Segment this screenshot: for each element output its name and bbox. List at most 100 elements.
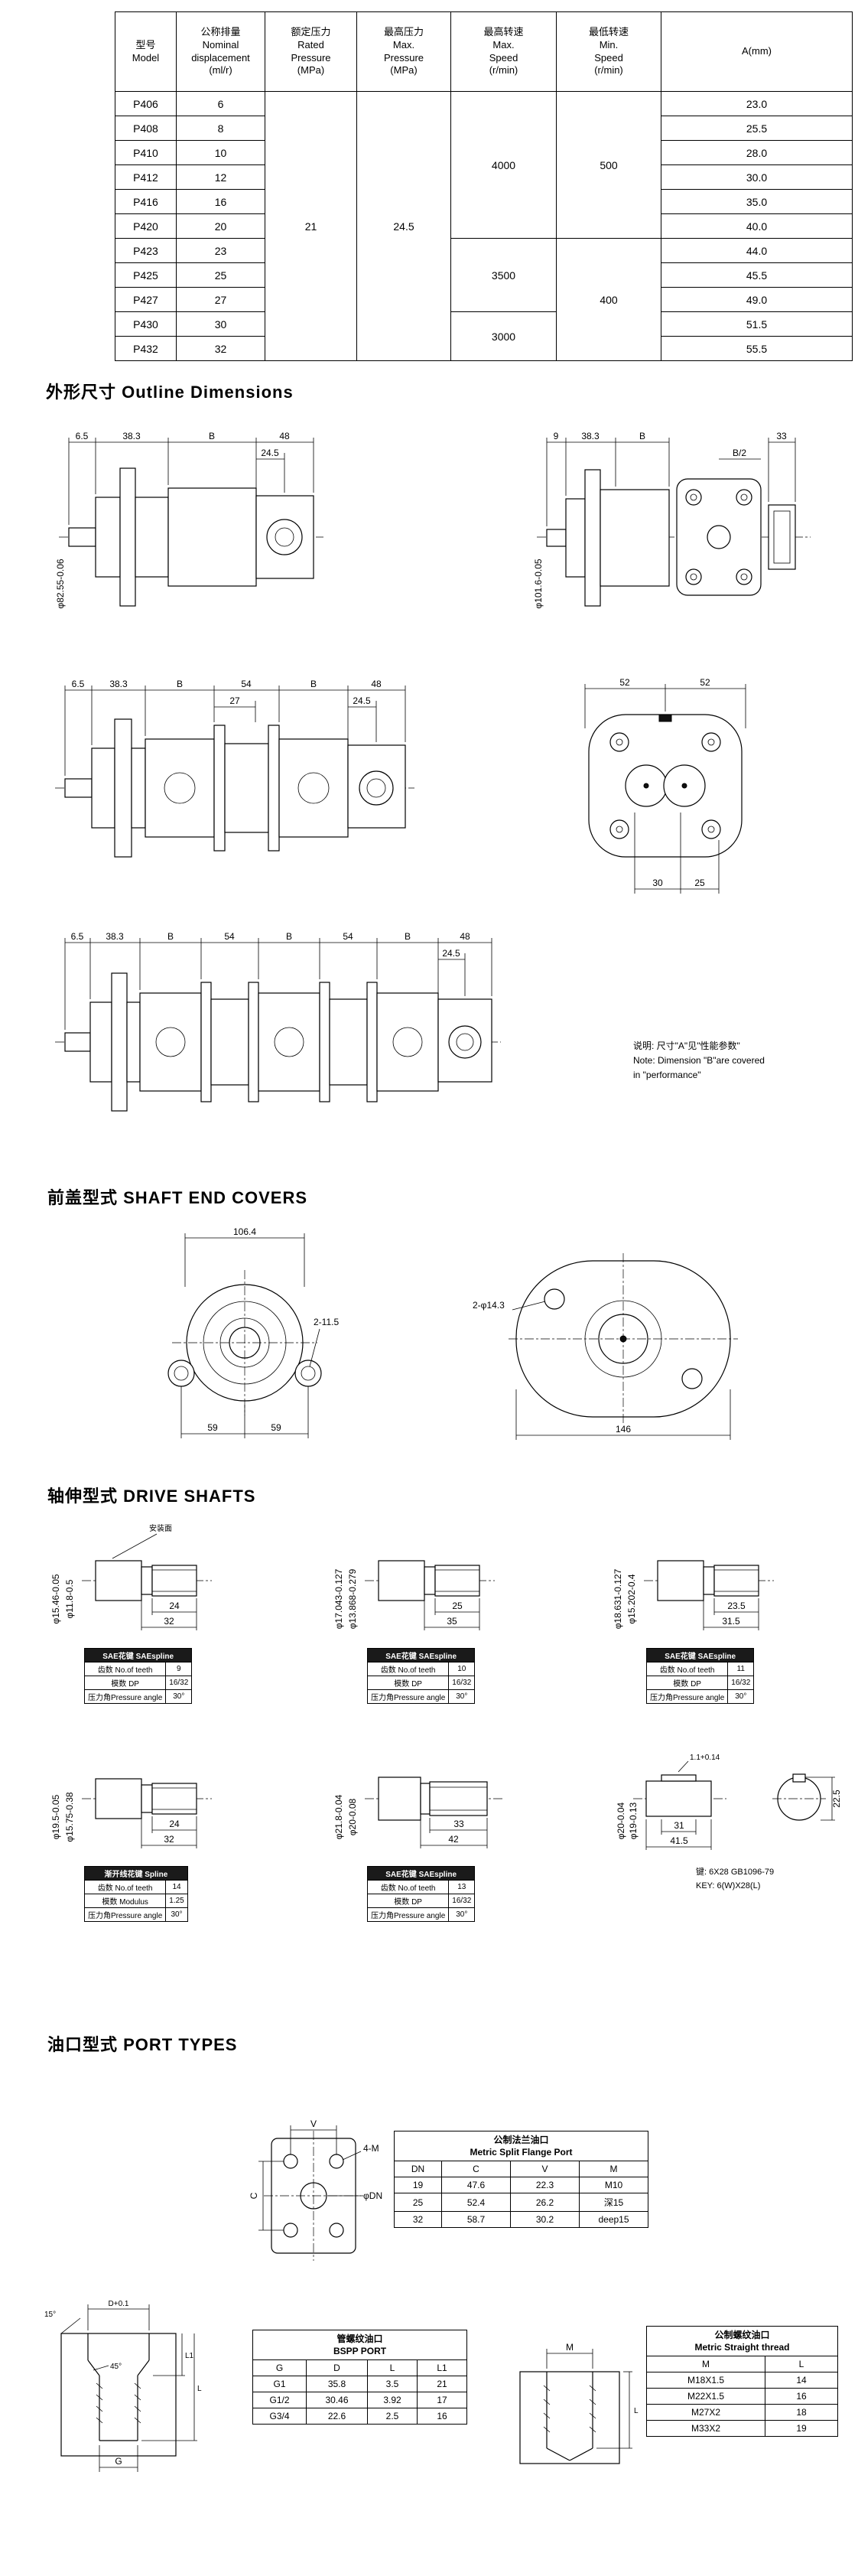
table-row: G3/4 22.6 2.5 16 <box>252 2408 468 2425</box>
a-cell: 45.5 <box>661 262 853 288</box>
dim-label: B <box>209 431 215 441</box>
cell: 19 <box>394 2177 442 2194</box>
disp-cell: 25 <box>176 262 265 288</box>
dim-label: B <box>167 931 174 942</box>
cell: 26.2 <box>510 2193 580 2213</box>
cell: G1 <box>252 2376 307 2393</box>
spline-row-value: 30° <box>448 1689 476 1704</box>
cell: 58.7 <box>441 2211 511 2229</box>
cell: 17 <box>416 2392 468 2409</box>
spline-row-label: 压力角Pressure angle <box>83 1907 167 1922</box>
dim-label: L <box>634 2407 639 2415</box>
shaft-diameter-label: φ20-0.04 <box>616 1802 626 1839</box>
dim-label: 6.5 <box>72 679 85 689</box>
flange-diameter-label: φ82.55-0.06 <box>55 559 66 608</box>
max-speed-cell: 3500 <box>450 238 557 312</box>
a-cell: 51.5 <box>661 311 853 337</box>
bolt-callout-label: 4-M <box>363 2143 379 2154</box>
dim-label: G <box>115 2456 122 2467</box>
dim-label: 25 <box>452 1601 463 1611</box>
header-displacement: 公称排量 Nominal displacement (ml/r) <box>176 11 265 92</box>
cell: M10 <box>578 2177 649 2194</box>
header-model: 型号 Model <box>115 11 177 92</box>
spline-row-value: 30° <box>165 1689 193 1704</box>
spline-row-label: 压力角Pressure angle <box>366 1689 450 1704</box>
spline-table-header: SAE花键 SAEspline <box>83 1648 193 1663</box>
disp-cell: 10 <box>176 140 265 165</box>
cell: 3.5 <box>367 2376 418 2393</box>
disp-cell: 6 <box>176 91 265 116</box>
metric-thread-port-drawing: M L <box>519 2342 639 2464</box>
table-row: G1 35.8 3.5 21 <box>252 2376 468 2393</box>
shaft-diameter-label: φ15.75-0.38 <box>64 1792 75 1842</box>
spline-table-header: SAE花键 SAEspline <box>366 1866 476 1881</box>
spec-row: P423 23 3500 400 44.0 <box>115 238 853 361</box>
shaft-diameter-label: φ11.8-0.5 <box>64 1579 75 1618</box>
key-spec-note: 键: 6X28 GB1096-79 KEY: 6(W)X28(L) <box>696 1866 858 1893</box>
dim-label: 22.5 <box>831 1790 842 1808</box>
dim-label: 33 <box>453 1819 464 1829</box>
shaft-diameter-label: φ17.043-0.127 <box>333 1568 344 1629</box>
dim-label: 24.5 <box>353 695 371 706</box>
spline-row-value: 30° <box>165 1907 188 1922</box>
outline-double-pump-side-view: 6.5 38.3 B 54 B 48 27 24.5 <box>55 679 414 858</box>
spline-row-label: 压力角Pressure angle <box>83 1689 167 1704</box>
shaft-diameter-label: φ13.868-0.279 <box>347 1568 358 1629</box>
dim-label: 32 <box>164 1616 174 1627</box>
disp-cell: 27 <box>176 287 265 312</box>
spline-row-label: 模数 DP <box>645 1676 729 1690</box>
outline-pump-front-face-view: 52 52 30 25 <box>584 677 746 894</box>
outline-single-pump-rear-view: 9 38.3 B 33 B/2 φ101.6-0.05 <box>533 431 811 609</box>
shaft-end-cover-oval-view: 2-φ14.3 146 <box>473 1253 738 1440</box>
dim-label: 54 <box>241 679 252 689</box>
cell: 深15 <box>578 2193 649 2213</box>
shaft-diameter-label: φ21.8-0.04 <box>333 1794 344 1839</box>
flange-diameter-label: φ101.6-0.05 <box>533 559 544 608</box>
spec-row: P430 30 3000 51.5 <box>115 311 853 361</box>
shaft-diameter-label: φ15.202-0.4 <box>626 1574 637 1623</box>
a-cell: 23.0 <box>661 91 853 116</box>
shaft-diameter-label: φ15.46-0.05 <box>50 1574 61 1623</box>
dim-label: 59 <box>207 1422 218 1433</box>
note-line-zh: 说明: 尺寸"A"见"性能参数" <box>633 1040 740 1051</box>
spline-table-header: SAE花键 SAEspline <box>366 1648 476 1663</box>
spec-row: P406 6 21 24.5 4000 500 23.0 <box>115 91 853 361</box>
dim-label: 33 <box>776 431 787 441</box>
dim-label: 38.3 <box>106 931 124 942</box>
section-port-types: 油口型式 PORT TYPES <box>47 2035 238 2054</box>
dim-label: 25 <box>694 878 705 888</box>
dim-label: 59 <box>271 1422 281 1433</box>
drive-shaft-drawing-4: φ19.5-0.05 φ15.75-0.38 24 32 <box>50 1778 212 1848</box>
spec-row: P432 32 55.5 <box>115 336 853 361</box>
split-flange-port-drawing: V C 4-M φDN <box>249 2118 382 2261</box>
dim-label: 48 <box>460 931 470 942</box>
a-cell: 40.0 <box>661 213 853 239</box>
table-row: 32 58.7 30.2 deep15 <box>394 2211 649 2229</box>
spline-row-value: 1.25 <box>165 1894 188 1908</box>
dim-label: 24 <box>169 1819 180 1829</box>
disp-cell: 16 <box>176 189 265 214</box>
max-pressure-cell: 24.5 <box>356 91 451 361</box>
disp-cell: 8 <box>176 116 265 141</box>
a-cell: 30.0 <box>661 164 853 190</box>
flange-port-table: 公制法兰油口 Metric Split Flange Port DN C V M… <box>393 2130 649 2229</box>
dim-label: C <box>249 2192 259 2199</box>
dim-label: B <box>310 679 317 689</box>
spline-row-label: 齿数 No.of teeth <box>645 1662 729 1676</box>
drive-shaft-drawing-3: φ18.631-0.127 φ15.202-0.4 23.5 31.5 <box>613 1560 774 1630</box>
model-cell: P408 <box>115 116 177 141</box>
max-speed-cell: 3000 <box>450 311 557 361</box>
min-speed-cell: 400 <box>556 238 661 361</box>
dim-label: 27 <box>229 695 240 706</box>
cell: 25 <box>394 2193 442 2213</box>
outline-note: 说明: 尺寸"A"见"性能参数" Note: Dimension "B"are … <box>633 1039 765 1083</box>
dim-label: M <box>566 2342 574 2353</box>
spline-row-value: 13 <box>448 1880 476 1894</box>
a-cell: 55.5 <box>661 336 853 361</box>
model-cell: P420 <box>115 213 177 239</box>
spline-row-label: 模数 DP <box>83 1676 167 1690</box>
rated-pressure-cell: 21 <box>265 91 357 361</box>
bspp-table-title-zh: 管螺纹油口 <box>336 2333 383 2344</box>
